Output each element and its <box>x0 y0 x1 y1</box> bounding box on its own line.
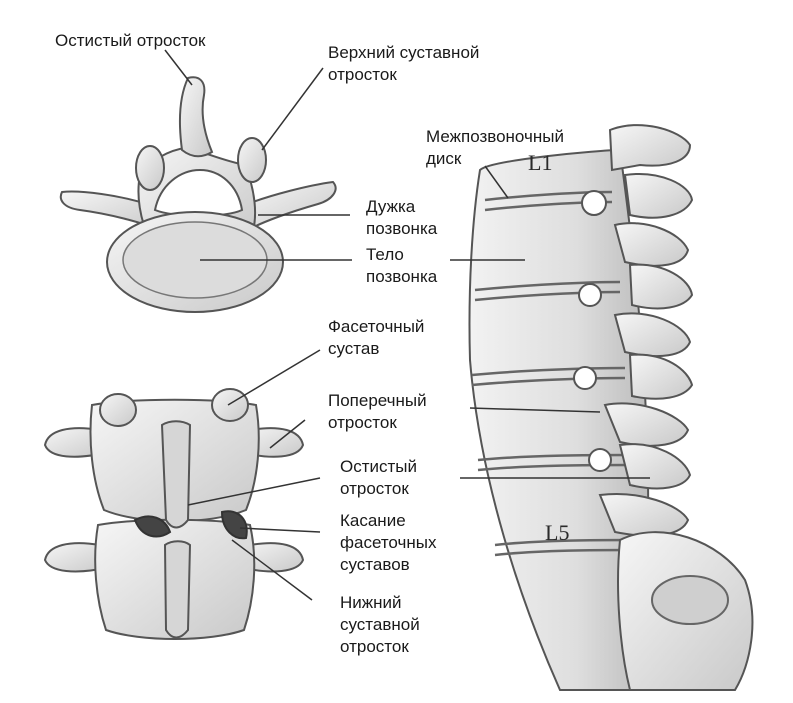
transverse-process-right <box>243 180 337 232</box>
vertebra-label-l5: L5 <box>545 520 569 545</box>
label-intervertebral-disc: Межпозвоночный диск <box>426 127 564 168</box>
label-transverse-process: Поперечный отросток <box>328 391 427 432</box>
label-spinous-process-top: Остистый отросток <box>55 31 206 50</box>
leader-facet-contact <box>239 527 321 533</box>
superior-articular-right <box>237 137 267 183</box>
leader-transverse-lateral <box>469 407 601 413</box>
label-inferior-articular-process: Нижний суставной отросток <box>340 593 420 656</box>
vertebrae-posterior-view <box>43 388 305 640</box>
label-vertebral-arch: Дужка позвонка <box>366 197 438 238</box>
label-superior-articular-process: Верхний суставной отросток <box>328 43 480 84</box>
label-facet-joint: Фасеточный сустав <box>328 317 425 358</box>
leader-spinous-top <box>164 49 193 86</box>
vertebra-label-l1: L1 <box>528 150 552 175</box>
leader-disc <box>484 165 509 199</box>
leader-facet <box>227 349 321 406</box>
label-facet-contact: Касание фасеточных суставов <box>340 511 437 574</box>
lumbar-column-lateral-view <box>468 124 754 691</box>
superior-articular-left <box>135 145 165 191</box>
leader-transverse <box>269 419 306 449</box>
leader-superior-articular <box>261 67 324 151</box>
spinous-process-top <box>179 76 214 158</box>
transverse-process-left <box>59 190 162 232</box>
label-vertebral-body: Тело позвонка <box>366 245 438 286</box>
label-spinous-process-side: Остистый отросток <box>340 457 418 498</box>
leader-spinous-side <box>187 477 321 506</box>
vertebra-top-view <box>59 76 337 313</box>
leader-lines <box>164 49 650 601</box>
leader-inferior-articular <box>231 539 313 601</box>
